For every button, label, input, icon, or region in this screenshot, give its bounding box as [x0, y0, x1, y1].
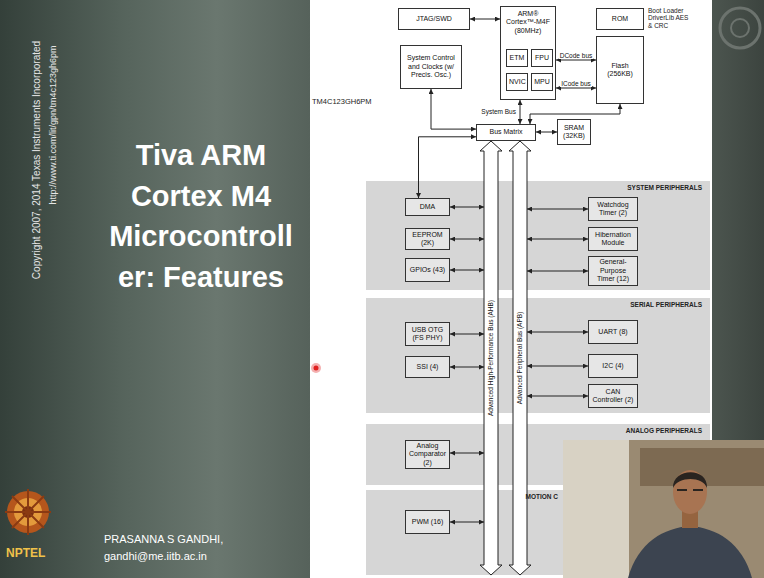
bus-connector — [536, 132, 557, 133]
bus-connector — [520, 100, 521, 124]
peripheral-box: DMA — [405, 198, 450, 216]
laser-pointer-dot — [311, 363, 321, 373]
block-label: Analog Comparator (2) — [406, 442, 449, 467]
peripheral-box: CAN Controller (2) — [588, 384, 638, 408]
bus-arrow: Advanced High-Performance Bus (AHB) — [484, 141, 498, 575]
peripheral-box: Hibernation Module — [588, 227, 638, 251]
block-label: SSI (4) — [406, 363, 449, 371]
block-box: Bus Matrix — [476, 124, 536, 141]
peripheral-box: I2C (4) — [588, 354, 638, 378]
logo-name: NPTEL — [6, 547, 45, 561]
block-label: Bus Matrix — [477, 128, 535, 136]
group-heading: SERIAL PERIPHERALS — [630, 301, 702, 308]
dot — [314, 366, 319, 371]
block-box: SRAM (32KB) — [557, 119, 591, 145]
block-label: EEPROM (2K) — [406, 231, 449, 248]
block-label: ROM — [597, 15, 643, 23]
block-label: PWM (16) — [406, 518, 449, 526]
bus-connector — [556, 60, 596, 61]
edge-label: System Bus — [480, 108, 517, 115]
peripheral-group-band: ANALOG PERIPHERALS Analog Comparator (2) — [366, 424, 710, 485]
block-box: Flash (256KB) — [596, 36, 644, 104]
logo-ring — [720, 8, 760, 48]
bus-name: Advanced Peripheral Bus (APB) — [517, 312, 524, 405]
institute-logo — [720, 8, 760, 48]
peripheral-box: USB OTG (FS PHY) — [405, 322, 450, 346]
block-box: JTAG/SWD — [398, 8, 470, 30]
source-url: http://www.ti.com/lit/gpn/tm4c123gh6pm — [48, 45, 58, 204]
block-label: GPIOs (43) — [406, 266, 449, 274]
cpu-core-box: ARM® Cortex™-M4F (80MHz) ETM FPU NVIC MPU — [500, 6, 556, 100]
peripheral-box: UART (8) — [588, 320, 638, 344]
peripheral-group-band: SERIAL PERIPHERALS USB OTG (FS PHY) SSI (4… — [366, 298, 710, 413]
peripheral-group-band: SYSTEM PERIPHERALS DMA EEPROM (2K) GPIOs (4… — [366, 181, 710, 290]
group-heading: SYSTEM PERIPHERALS — [627, 184, 702, 191]
author-email: gandhi@me.iitb.ac.in — [104, 550, 207, 563]
part-number: TM4C123GH6PM — [312, 98, 372, 107]
block-label: MPU — [532, 78, 552, 86]
bus-connector — [470, 19, 500, 20]
logo-spokes — [5, 489, 51, 535]
author-name: PRASANNA S GANDHI, — [104, 533, 223, 546]
block-label: Hibernation Module — [589, 231, 637, 248]
block-label: Flash (256KB) — [597, 62, 643, 79]
logo-ring — [731, 19, 749, 37]
block-label: NVIC — [507, 78, 527, 86]
block-box: NVIC — [506, 73, 528, 91]
block-label: I2C (4) — [589, 362, 637, 370]
group-heading: ANALOG PERIPHERALS — [626, 427, 702, 434]
block-label: ETM — [507, 54, 527, 62]
peripheral-box: PWM (16) — [405, 510, 450, 534]
block-label: FPU — [532, 54, 552, 62]
dot-glow — [311, 363, 321, 373]
peripheral-group-band: MOTION C PWM (16) — [366, 490, 710, 575]
edge-label: DCode bus — [559, 52, 594, 59]
block-label: SRAM (32KB) — [558, 124, 590, 141]
rom-contents-note: Boot Loader DriverLib AES & CRC — [648, 7, 694, 29]
block-box: FPU — [531, 49, 553, 67]
copyright-note: Copyright 2007, 2014 Texas Instruments I… — [31, 41, 43, 279]
block-box: System Control and Clocks (w/ Precis. Os… — [400, 45, 462, 89]
block-label: JTAG/SWD — [399, 15, 469, 23]
peripheral-box: SSI (4) — [405, 356, 450, 378]
block-label: ARM® Cortex™-M4F (80MHz) — [501, 10, 555, 35]
block-box: MPU — [531, 73, 553, 91]
bus-name: Advanced High-Performance Bus (AHB) — [488, 300, 495, 416]
group-heading: MOTION C — [526, 493, 559, 500]
nptel-logo — [5, 489, 51, 535]
peripheral-box: General-Purpose Timer (12) — [588, 256, 638, 286]
block-box: ETM — [506, 49, 528, 67]
peripheral-box: Analog Comparator (2) — [405, 440, 450, 469]
slide-title: Tiva ARM Cortex M4 Microcontroll er: Fea… — [97, 135, 305, 297]
edge-label: ICode bus — [560, 80, 592, 87]
bus-connector — [431, 89, 476, 129]
bus-arrow: Advanced Peripheral Bus (APB) — [513, 141, 527, 575]
block-box: ROM — [596, 8, 644, 30]
block-label: Watchdog Timer (2) — [589, 201, 637, 218]
peripheral-box: EEPROM (2K) — [405, 228, 450, 250]
peripheral-box: Watchdog Timer (2) — [588, 197, 638, 221]
block-label: CAN Controller (2) — [589, 388, 637, 405]
block-label: UART (8) — [589, 328, 637, 336]
block-label: DMA — [406, 203, 449, 211]
block-label: USB OTG (FS PHY) — [406, 326, 449, 343]
block-label: General-Purpose Timer (12) — [589, 258, 637, 283]
block-label: System Control and Clocks (w/ Precis. Os… — [401, 54, 461, 79]
bus-connector — [556, 88, 596, 89]
peripheral-box: GPIOs (43) — [405, 258, 450, 282]
